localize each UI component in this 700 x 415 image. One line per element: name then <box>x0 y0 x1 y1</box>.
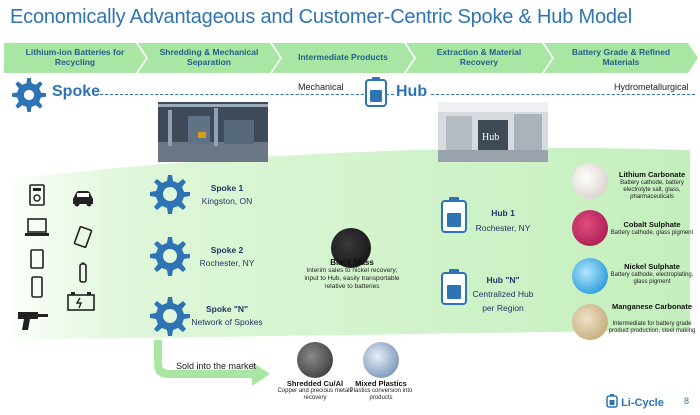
black-mass-description: Interim sales to nickel recovery; input … <box>304 267 400 290</box>
spoke-n-gear-icon <box>150 297 190 336</box>
nickel-sulphate-title: Nickel Sulphate <box>624 262 680 271</box>
mixed-plastics-title: Mixed Plastics <box>355 379 407 388</box>
power-drill-icon <box>18 312 48 330</box>
spoke-n-location: Network of Spokes <box>191 317 263 327</box>
chevron-step-1: Lithium-ion Batteries for Recycling <box>4 43 146 73</box>
mechanical-label: Mechanical <box>296 82 346 92</box>
chevron-step-2: Shredding & Mechanical Separation <box>138 43 280 73</box>
mixed-plastics-image <box>363 342 399 378</box>
chevron-step-3: Intermediate Products <box>272 43 414 73</box>
page-number: 8 <box>684 396 690 406</box>
mixed-plastics-desc: Plastics conversion into products <box>349 388 413 402</box>
spoke-1-location: Kingston, ON <box>201 196 253 206</box>
cobalt-sulphate-title: Cobalt Sulphate <box>623 220 681 229</box>
hub-facility-photo: Hub <box>438 102 548 162</box>
spoke-facility-photo <box>158 102 268 162</box>
logo-battery-icon <box>606 394 618 408</box>
spoke-n-name: Spoke "N" <box>205 304 249 314</box>
hub-1-location: Rochester, NY <box>475 223 531 233</box>
hydrometallurgical-label: Hydrometallurgical <box>612 82 691 92</box>
cobalt-sulphate-desc: Battery cathode, glass pigment <box>610 230 694 236</box>
hub-1-name: Hub 1 <box>491 208 515 218</box>
black-mass-title: Black Mass <box>330 258 374 267</box>
spoke-2-location: Rochester, NY <box>199 258 255 268</box>
cobalt-sulphate-image <box>572 210 608 246</box>
logo-text: Li-Cycle <box>621 397 664 409</box>
smartphone-icon <box>31 276 43 298</box>
process-chevron-bar: Lithium-ion Batteries for Recycling Shre… <box>4 43 698 73</box>
spoke-2-name: Spoke 2 <box>210 245 244 255</box>
manganese-carbonate-desc: Intermediate for battery grade product p… <box>608 321 696 335</box>
svg-text:Hub: Hub <box>482 132 499 143</box>
black-mass-image <box>331 228 371 268</box>
spoke-1-gear-icon <box>150 175 190 214</box>
lithium-carbonate-title: Lithium Carbonate <box>618 170 686 179</box>
hub-n-name: Hub "N" <box>486 275 520 285</box>
spoke-2-gear-icon <box>150 237 190 276</box>
nickel-sulphate-desc: Battery cathode, electroplating, glass p… <box>610 272 694 286</box>
hub-1-battery-icon <box>441 197 467 233</box>
sold-into-market-label: Sold into the market <box>176 361 257 371</box>
car-battery-icon <box>67 292 95 311</box>
hub-n-location-line-1: Centralized Hub <box>472 289 534 299</box>
chevron-step-4: Extraction & Material Recovery <box>406 43 552 73</box>
car-icon <box>73 191 93 207</box>
chevron-step-5: Battery Grade & Refined Materials <box>544 43 698 73</box>
tablet-device-icon <box>30 249 44 269</box>
hub-n-location-line-2: per Region <box>482 303 524 313</box>
hub-heading: Hub <box>396 83 431 101</box>
shredded-cu-al-desc: Copper and precious metals recovery <box>277 388 353 402</box>
hub-battery-icon <box>365 77 387 107</box>
slide-title: Economically Advantageous and Customer-C… <box>10 6 632 28</box>
spoke-gear-icon <box>12 78 46 112</box>
hub-n-battery-icon <box>441 269 467 305</box>
battery-cell-icon <box>79 262 87 283</box>
spoke-1-name: Spoke 1 <box>210 183 244 193</box>
lithium-carbonate-image <box>572 163 608 199</box>
server-battery-icon <box>29 184 45 206</box>
shredded-cu-al-title: Shredded Cu/Al <box>286 379 344 388</box>
laptop-icon <box>25 218 49 236</box>
spoke-heading: Spoke <box>52 83 101 100</box>
li-cycle-logo: Li-Cycle <box>606 394 664 409</box>
shredded-cu-al-image <box>297 342 333 378</box>
tablet-icon <box>73 226 93 248</box>
lithium-carbonate-desc: Battery cathode, battery electrolyte sal… <box>620 180 684 201</box>
manganese-carbonate-image <box>572 304 608 340</box>
nickel-sulphate-image <box>572 258 608 294</box>
manganese-carbonate-title: Manganese Carbonate <box>611 302 693 311</box>
